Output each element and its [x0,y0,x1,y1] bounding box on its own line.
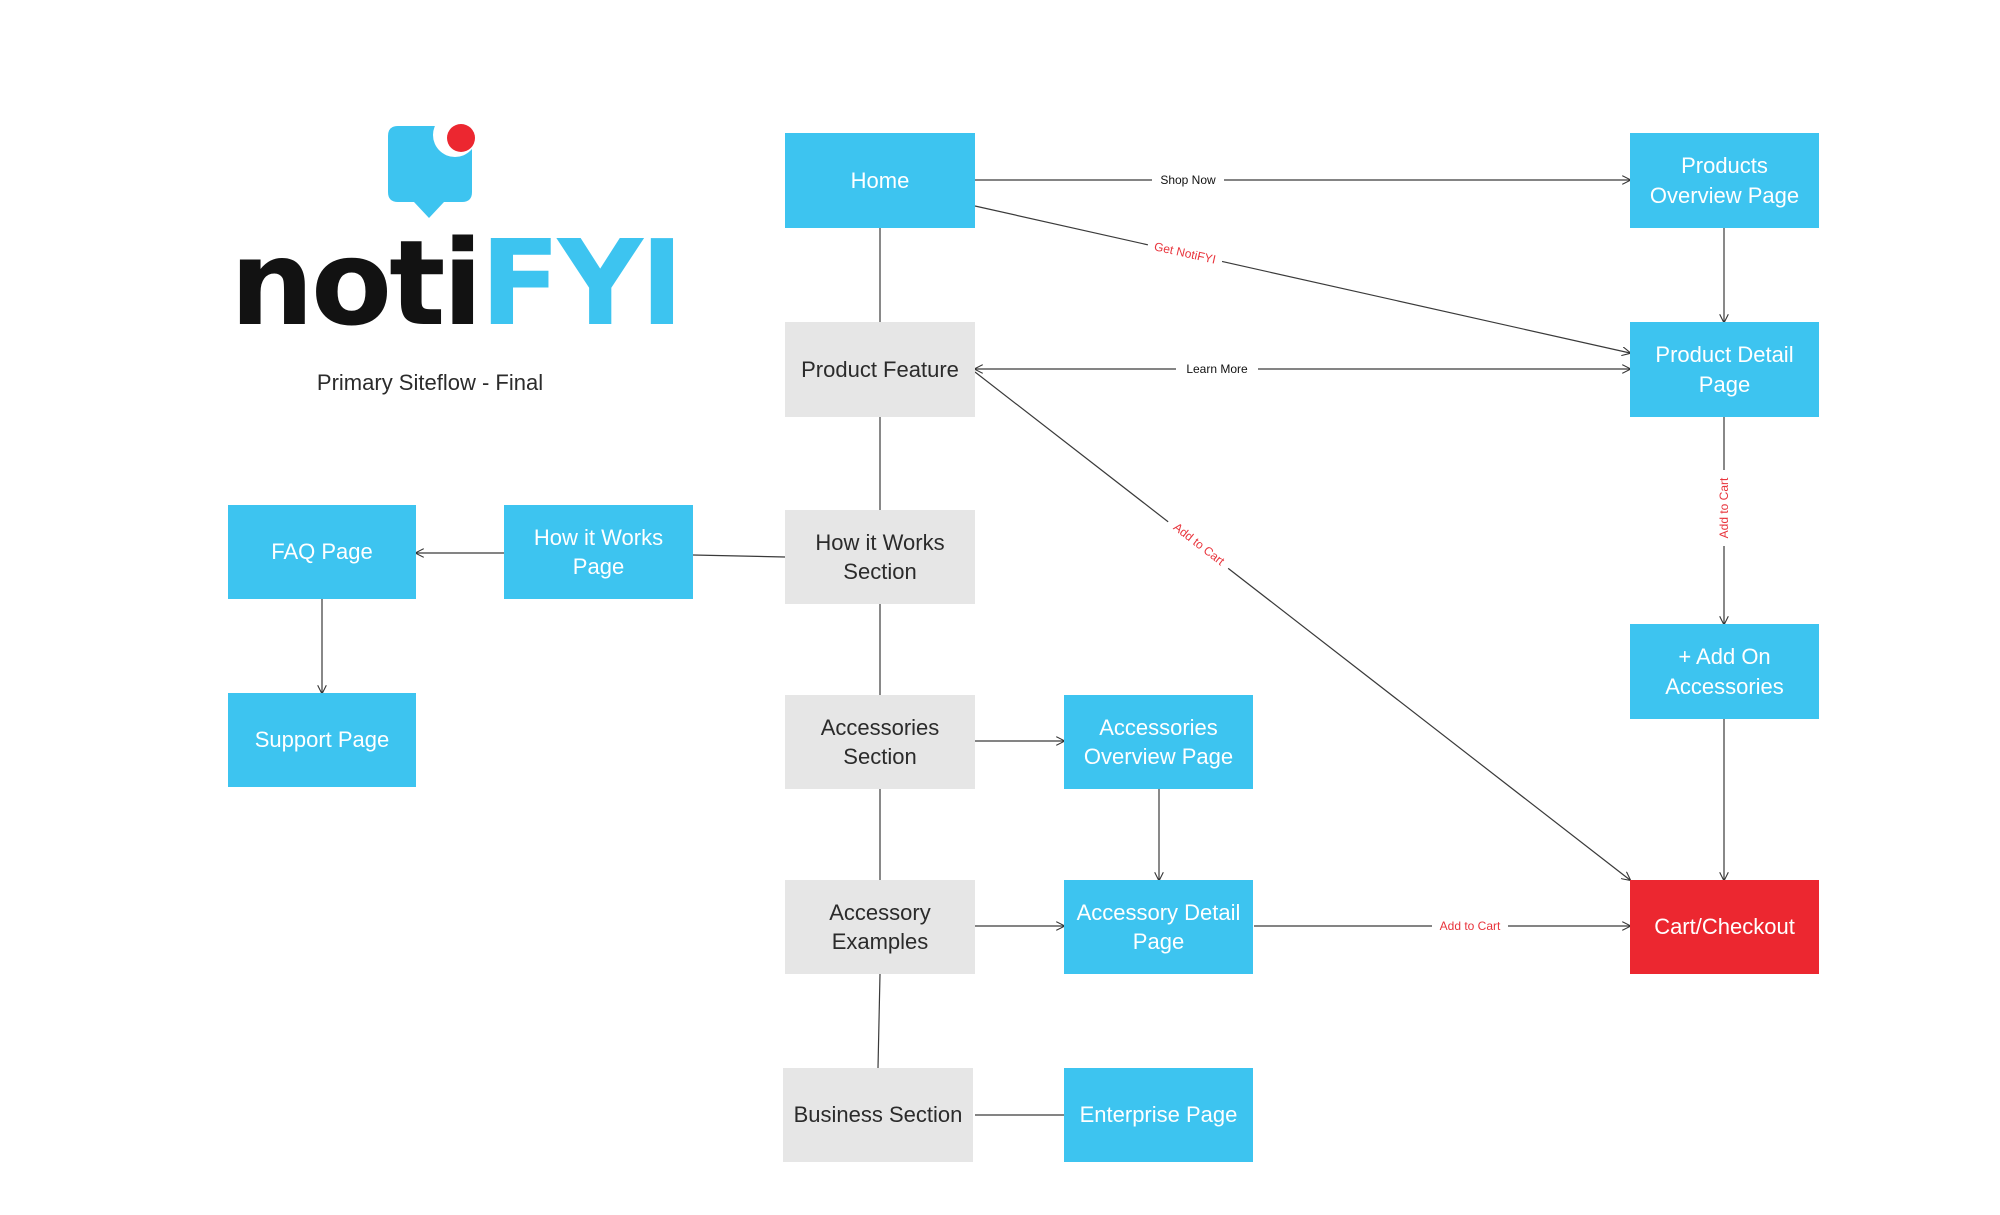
node-business-section[interactable]: Business Section [783,1068,973,1162]
node-label: + Add On Accessories [1665,644,1784,699]
node-how-it-works-section[interactable]: How it Works Section [785,510,975,604]
edge-add-to-cart-diagonal [974,371,1630,880]
edge-label-add-to-cart-vertical: Add to Cart [1717,477,1731,538]
node-add-on-accessories[interactable]: + Add On Accessories [1630,624,1819,719]
node-accessories-section[interactable]: Accessories Section [785,695,975,789]
spine-connector [877,973,881,1069]
node-accessory-detail[interactable]: Accessory Detail Page [1064,880,1253,974]
node-label: FAQ Page [271,539,373,565]
node-home[interactable]: Home [785,133,975,228]
edge-label-add-to-cart-diagonal: Add to Cart [1171,520,1228,569]
node-label: Product Feature [801,356,959,382]
edge-label-add-to-cart-accessory: Add to Cart [1440,919,1501,933]
node-cart-checkout[interactable]: Cart/Checkout [1630,880,1819,974]
node-how-it-works-page[interactable]: How it Works Page [504,505,693,599]
node-label: Accessories Section [820,714,940,769]
edge-label-learn-more: Learn More [1186,362,1248,376]
node-label: Business Section [793,1102,963,1128]
notifyi-logo: notiFYI [230,224,684,342]
node-accessories-overview[interactable]: Accessories Overview Page [1064,695,1253,789]
node-label: Enterprise Page [1079,1102,1238,1128]
edge-label-get-notifyi: Get NotiFYI [1153,239,1217,266]
node-product-detail[interactable]: Product Detail Page [1630,322,1819,417]
node-label: How it Works Page [533,524,664,579]
node-products-overview[interactable]: Products Overview Page [1630,133,1819,228]
edge-hiw-section-to-page [692,554,786,558]
logo-wordmark-accent: FYI [479,214,684,352]
chat-bubble-notification-icon [388,113,477,218]
node-label: Product Detail Page [1655,342,1794,397]
node-label: Products Overview Page [1649,153,1800,208]
node-label: How it Works Section [815,529,945,584]
node-label: Support Page [254,727,390,753]
node-label: Accessories Overview Page [1083,714,1234,769]
edge-get-notifyi [974,205,1630,353]
node-label: Accessory Detail Page [1076,899,1241,954]
node-faq-page[interactable]: FAQ Page [228,505,416,599]
node-label: Cart/Checkout [1654,914,1795,940]
node-product-feature[interactable]: Product Feature [785,322,975,417]
node-label: Accessory Examples [829,899,931,954]
logo-wordmark-dark: noti [230,214,483,352]
node-accessory-examples[interactable]: Accessory Examples [785,880,975,974]
diagram-subtitle: Primary Siteflow - Final [316,370,544,395]
node-support-page[interactable]: Support Page [228,693,416,787]
edge-label-shop-now: Shop Now [1160,173,1216,187]
node-label: Home [850,167,910,193]
node-enterprise-page[interactable]: Enterprise Page [1064,1068,1253,1162]
